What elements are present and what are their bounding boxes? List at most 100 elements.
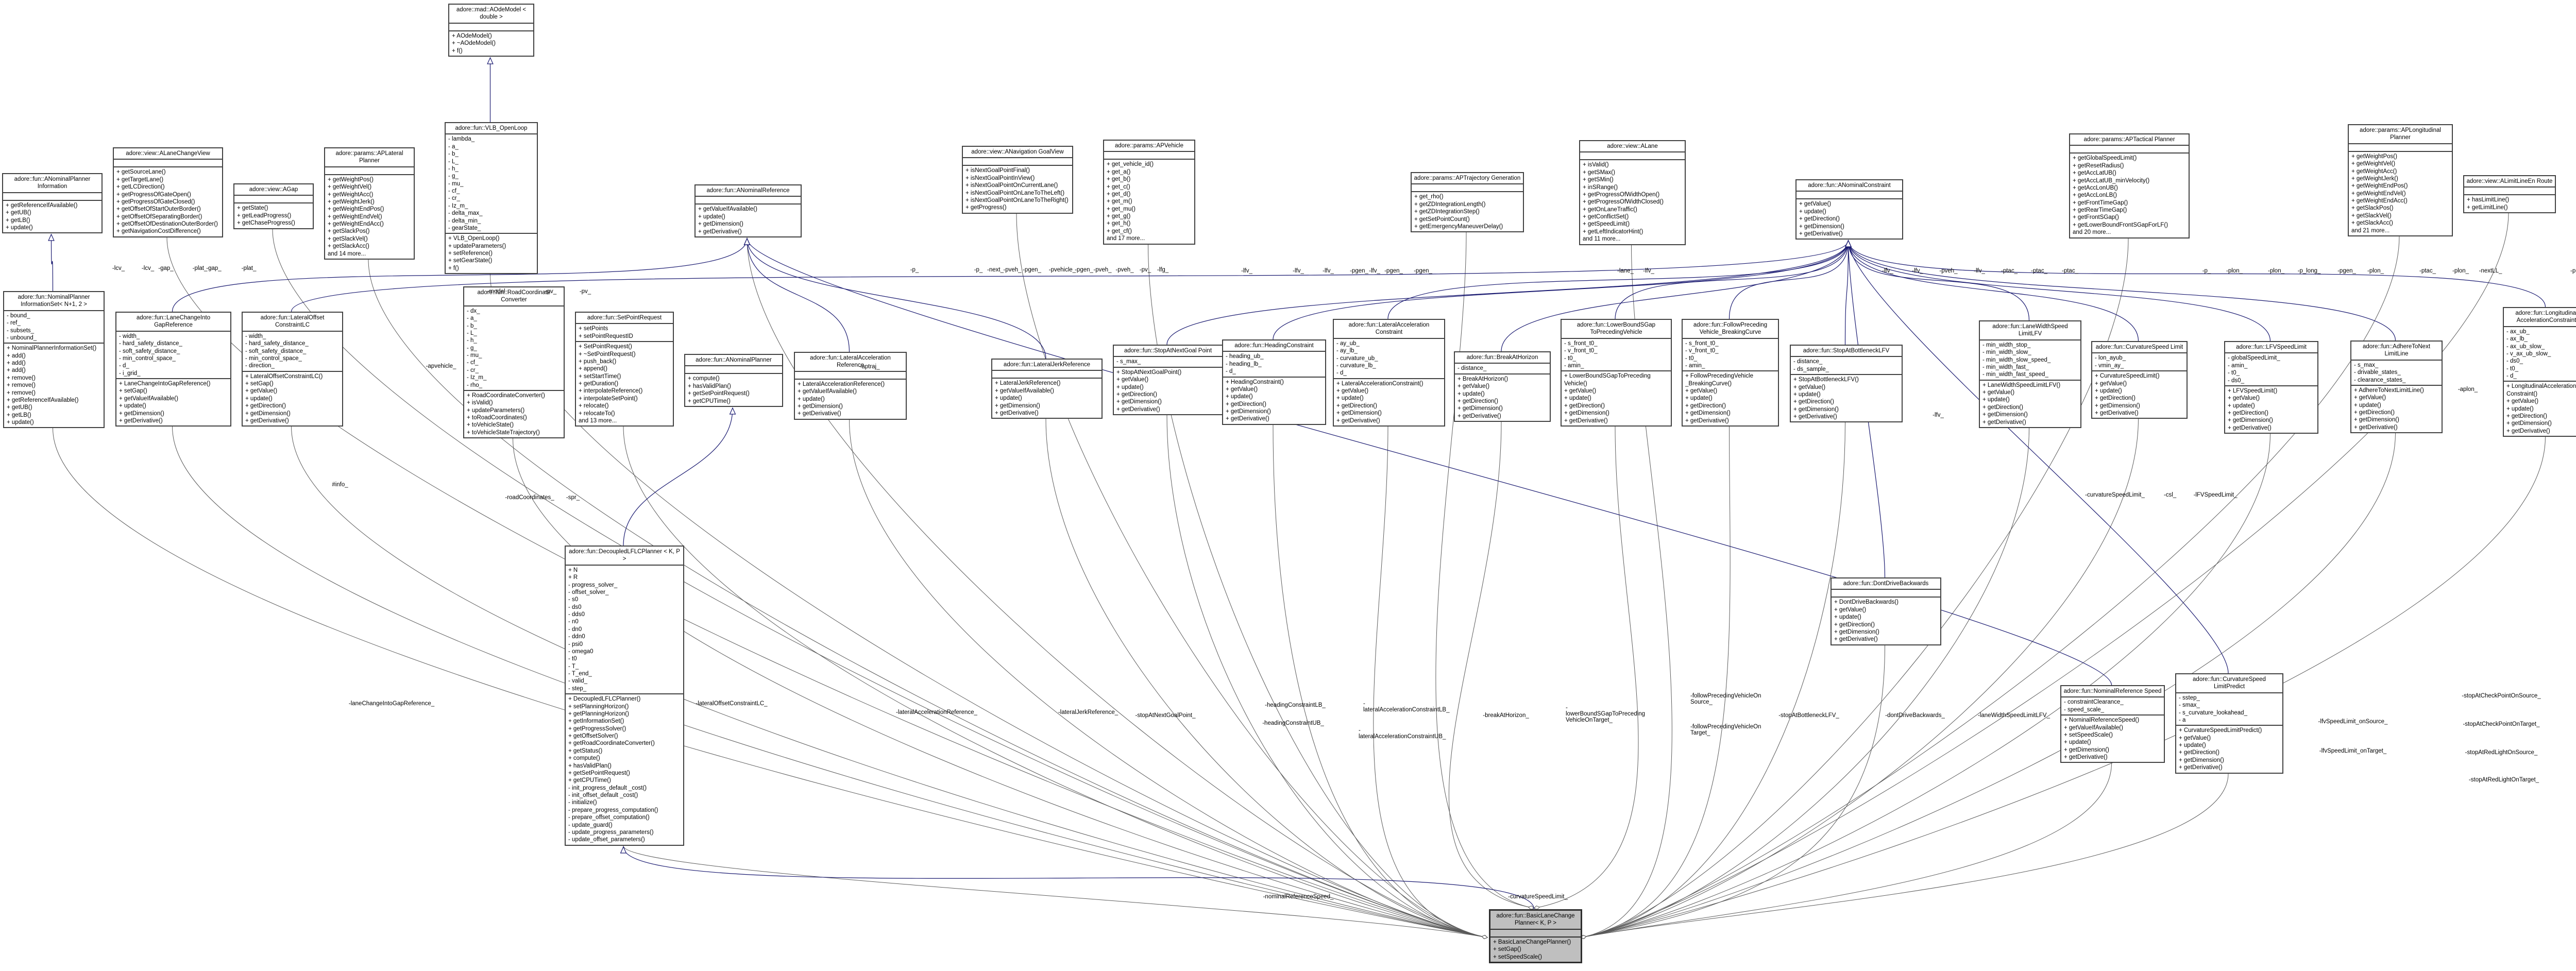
- method: + getSetPointRequest(): [688, 390, 750, 397]
- class-box-APTacticalPlanner[interactable]: adore::params::APTactical Planner+ getGl…: [2069, 133, 2190, 239]
- class-box-VLB_OpenLoop[interactable]: adore::fun::VLB_OpenLoop- lambda_- a_- b…: [445, 122, 538, 275]
- class-box-StopAtNextGoalPoint[interactable]: adore::fun::StopAtNextGoal Point- s_max_…: [1113, 345, 1223, 415]
- class-attributes: - distance_- ds_sample_: [1791, 357, 1902, 376]
- class-methods: + LateralAccelerationReference()+ getVal…: [795, 380, 906, 419]
- method: + remove(): [7, 374, 36, 381]
- class-box-ANavigationGoalView[interactable]: adore::view::ANavigation GoalView+ isNex…: [962, 146, 1073, 214]
- method: + setSpeedScale(): [2064, 731, 2113, 738]
- class-attributes: - lon_ayub_- vmin_ay_: [2092, 353, 2187, 372]
- class-box-RoadCoordinateConverter[interactable]: adore::fun::RoadCoordinate Converter- dx…: [463, 286, 565, 439]
- attribute: - lon_ayub_: [2095, 355, 2126, 362]
- method: + getDirection(): [1458, 398, 1498, 404]
- attribute: - width_: [119, 333, 140, 339]
- class-box-LaneChangeIntoGapReference[interactable]: adore::fun::LaneChangeInto GapReference-…: [115, 312, 231, 427]
- class-box-LaneWidthSpeedLimitLFV[interactable]: adore::fun::LaneWidthSpeed LimitLFV- min…: [1979, 320, 2081, 428]
- method: + update(): [1564, 395, 1591, 402]
- method: + getValue(): [2506, 398, 2539, 405]
- edge-label: -p_: [2202, 268, 2211, 274]
- class-methods: + getReferenceIfAvailable()+ getUB()+ ge…: [3, 201, 101, 233]
- method: + getDimension(): [119, 410, 164, 417]
- class-box-AOdeModel[interactable]: adore::mad::AOdeModel < double >+ AOdeMo…: [448, 4, 534, 57]
- edge-label: -lfv_: [1241, 268, 1252, 274]
- class-box-LateralOffsetConstraintLC[interactable]: adore::fun::LateralOffset ConstraintLC- …: [242, 312, 343, 427]
- method: + get_g(): [1107, 213, 1131, 219]
- class-title: adore::fun::NominalReference Speed: [2061, 686, 2164, 698]
- class-title: adore::fun::BreakAtHorizon: [1455, 352, 1550, 364]
- method: + AOdeModel(): [452, 32, 492, 39]
- class-box-ANominalPlanner[interactable]: adore::fun::ANominalPlanner+ compute()+ …: [684, 354, 783, 407]
- method: - init_progress_default _cost(): [568, 785, 647, 791]
- class-box-APLateralPlanner[interactable]: adore::params::APLateral Planner+ getWei…: [324, 147, 415, 260]
- method: + getStatus(): [568, 747, 603, 754]
- method: + getDimension(): [1116, 399, 1162, 405]
- class-box-HeadingConstraint[interactable]: adore::fun::HeadingConstraint- heading_u…: [1222, 339, 1326, 425]
- edge-label: -lfg_: [1157, 267, 1169, 273]
- attribute: - s0: [568, 597, 579, 603]
- class-box-ALane[interactable]: adore::view::ALane+ isValid()+ getSMax()…: [1579, 140, 1686, 245]
- class-box-DontDriveBackwards[interactable]: adore::fun::DontDriveBackwards+ DontDriv…: [1831, 577, 1941, 645]
- class-title: adore::fun::SetPointRequest: [576, 313, 673, 325]
- method: + getCPUTime(): [688, 398, 731, 404]
- class-box-LongitudinalAccelerationConstraint[interactable]: adore::fun::Longitudinal AccelerationCon…: [2503, 307, 2576, 437]
- method: + getAccLonLB(): [2073, 192, 2117, 199]
- attribute: - ds0: [568, 604, 582, 610]
- class-box-LowerBoundSGapToPrecedingVehicle[interactable]: adore::fun::LowerBoundSGap ToPrecedingVe…: [1561, 319, 1672, 427]
- class-box-NominalReferenceSpeed[interactable]: adore::fun::NominalReference Speed- cons…: [2060, 685, 2165, 763]
- class-box-LateralJerkReference[interactable]: adore::fun::LateralJerkReference+ Latera…: [991, 359, 1103, 419]
- class-attributes: + N+ R- progress_solver_- offset_solver_…: [566, 566, 683, 695]
- class-box-ALimitLineEnRoute[interactable]: adore::view::ALimitLineEn Route+ hasLimi…: [2463, 175, 2556, 214]
- class-attributes: [2349, 144, 2452, 152]
- class-methods: + getState()+ getLeadProgress()+ getChas…: [234, 203, 313, 228]
- class-box-ANominalReference[interactable]: adore::fun::ANominalReference+ getValueI…: [694, 184, 802, 237]
- class-box-SetPointRequest[interactable]: adore::fun::SetPointRequest+ setPoints+ …: [575, 312, 674, 427]
- attribute: - amin_: [1685, 362, 1705, 369]
- edge-label: -lfv_: [1974, 268, 1985, 274]
- method: + getProgressOfWidthOpen(): [1583, 191, 1660, 198]
- method: + getDerivative(): [245, 417, 289, 424]
- method: + getDimension(): [2064, 746, 2109, 753]
- edge-label: -pveh_: [1003, 267, 1022, 273]
- method: + getDerivative(): [2228, 424, 2272, 431]
- method: + getChaseProgress(): [237, 220, 295, 227]
- method: + getProgressOfGateOpen(): [116, 191, 191, 198]
- class-box-FollowPrecedingVehicle_BreakingCurve[interactable]: adore::fun::FollowPreceding Vehicle_Brea…: [1682, 319, 1779, 427]
- method: + getWeightJerk(): [328, 198, 375, 205]
- method: + getValue(): [2179, 735, 2211, 741]
- class-box-APVehicle[interactable]: adore::params::APVehicle+ get_vehicle_id…: [1103, 140, 1195, 245]
- class-attributes: - ax_ub_- ax_lb_- ax_ub_slow_- v_ax_ub_s…: [2504, 327, 2576, 382]
- method: + get_h(): [1107, 220, 1131, 227]
- method: + getLB(): [6, 217, 30, 224]
- method: + compute(): [568, 755, 600, 762]
- method: + getValueIfAvailable(): [119, 395, 178, 402]
- class-methods: + LongitudinalAcceleration Constraint()+…: [2504, 382, 2576, 436]
- edge-label: -csl_: [2163, 492, 2177, 498]
- class-box-StopAtBottleneckLFV[interactable]: adore::fun::StopAtBottleneckLFV- distanc…: [1790, 345, 1903, 423]
- class-box-LFVSpeedLimit[interactable]: adore::fun::LFVSpeedLimit- globalSpeedLi…: [2224, 341, 2318, 434]
- class-box-NominalPlannerInformationSet[interactable]: adore::fun::NominalPlanner InformationSe…: [3, 291, 105, 429]
- class-box-BasicLaneChangePlanner[interactable]: adore::fun::BasicLaneChange Planner< K, …: [1489, 909, 1582, 963]
- class-box-ALaneChangeView[interactable]: adore::view::ALaneChangeView+ getSourceL…: [113, 147, 223, 237]
- attribute: - drivable_states_: [2354, 369, 2401, 376]
- class-box-ANominalConstraint[interactable]: adore::fun::ANominalConstraint+ getValue…: [1795, 179, 1903, 240]
- class-box-LateralAccelerationReference[interactable]: adore::fun::LateralAcceleration Referenc…: [794, 352, 907, 420]
- class-title: adore::view::AGap: [234, 184, 313, 196]
- class-box-DecoupledLFLCPlanner[interactable]: adore::fun::DecoupledLFLCPlanner < K, P …: [565, 546, 684, 846]
- method: + LaneWidthSpeedLimitLFV(): [1982, 382, 2061, 388]
- class-box-AdhereToNextLimitLine[interactable]: adore::fun::AdhereToNext LimitLine- s_ma…: [2350, 340, 2443, 434]
- class-box-BreakAtHorizon[interactable]: adore::fun::BreakAtHorizon- distance_+ B…: [1454, 351, 1551, 422]
- class-box-APTrajectoryGeneration[interactable]: adore::params::APTrajectory Generation+ …: [1411, 172, 1524, 233]
- method: + getWeightEndAcc(): [2351, 198, 2408, 204]
- method: + ~SetPointRequest(): [579, 351, 636, 357]
- class-box-CurvatureSpeedLimitPredict[interactable]: adore::fun::CurvatureSpeed LimitPredict-…: [2175, 673, 2283, 774]
- class-box-APLongitudinalPlanner[interactable]: adore::params::APLongitudinal Planner+ g…: [2348, 124, 2453, 236]
- class-box-LateralAccelerationConstraint[interactable]: adore::fun::LateralAcceleration Constrai…: [1333, 319, 1445, 427]
- attribute: - t0: [568, 656, 577, 662]
- attribute: - ay_lb_: [1336, 348, 1358, 354]
- class-box-CurvatureSpeedLimit[interactable]: adore::fun::CurvatureSpeed Limit- lon_ay…: [2091, 341, 2188, 419]
- class-box-ANominalPlannerInformation[interactable]: adore::fun::ANominalPlanner Information+…: [2, 173, 103, 234]
- class-box-AGap[interactable]: adore::view::AGap+ getState()+ getLeadPr…: [233, 183, 314, 229]
- class-methods: + StopAtBottleneckLFV()+ getValue()+ upd…: [1791, 375, 1902, 421]
- method: - initialize(): [568, 799, 597, 806]
- class-methods: + NominalReferenceSpeed()+ getValueIfAva…: [2061, 716, 2164, 762]
